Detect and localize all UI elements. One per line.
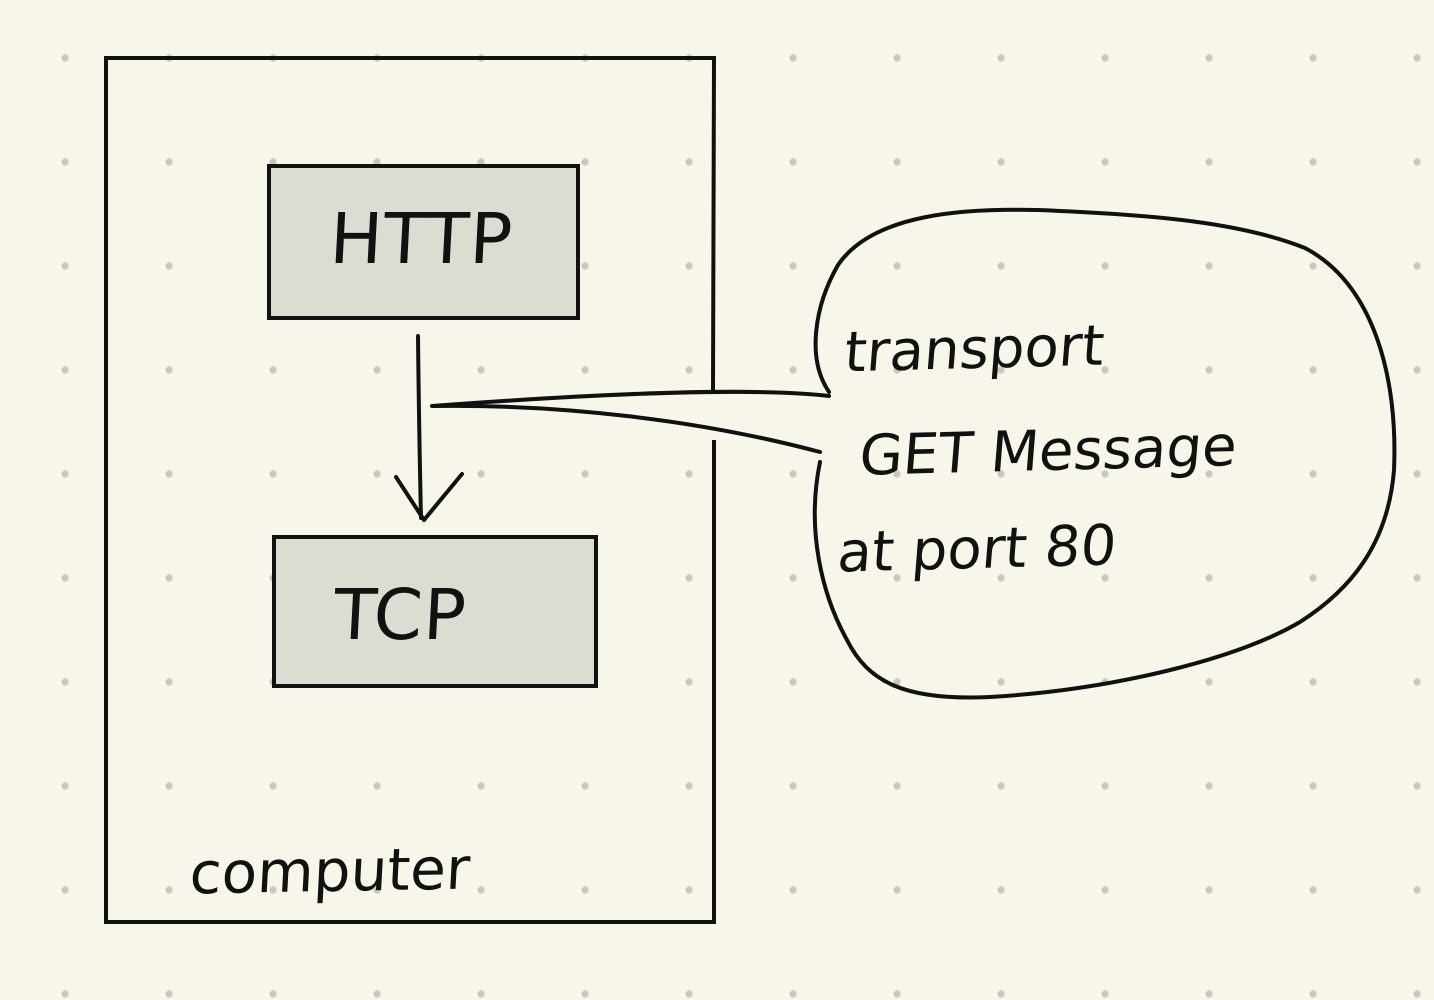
down-arrow-shaft [416, 334, 423, 520]
tcp-box [272, 535, 598, 688]
tcp-label: TCP [331, 574, 469, 656]
callout-bubble [812, 207, 1397, 700]
computer-label: computer [188, 834, 472, 908]
down-arrow-head [394, 472, 464, 522]
callout-tail [430, 389, 831, 408]
callout-tail [431, 403, 822, 454]
http-label: HTTP [327, 198, 516, 280]
http-box [267, 164, 580, 320]
computer-frame [104, 56, 717, 924]
callout-line-3: at port 80 [835, 513, 1119, 586]
callout-line-1: transport [842, 313, 1107, 386]
callout-line-2: GET Message [857, 414, 1240, 489]
